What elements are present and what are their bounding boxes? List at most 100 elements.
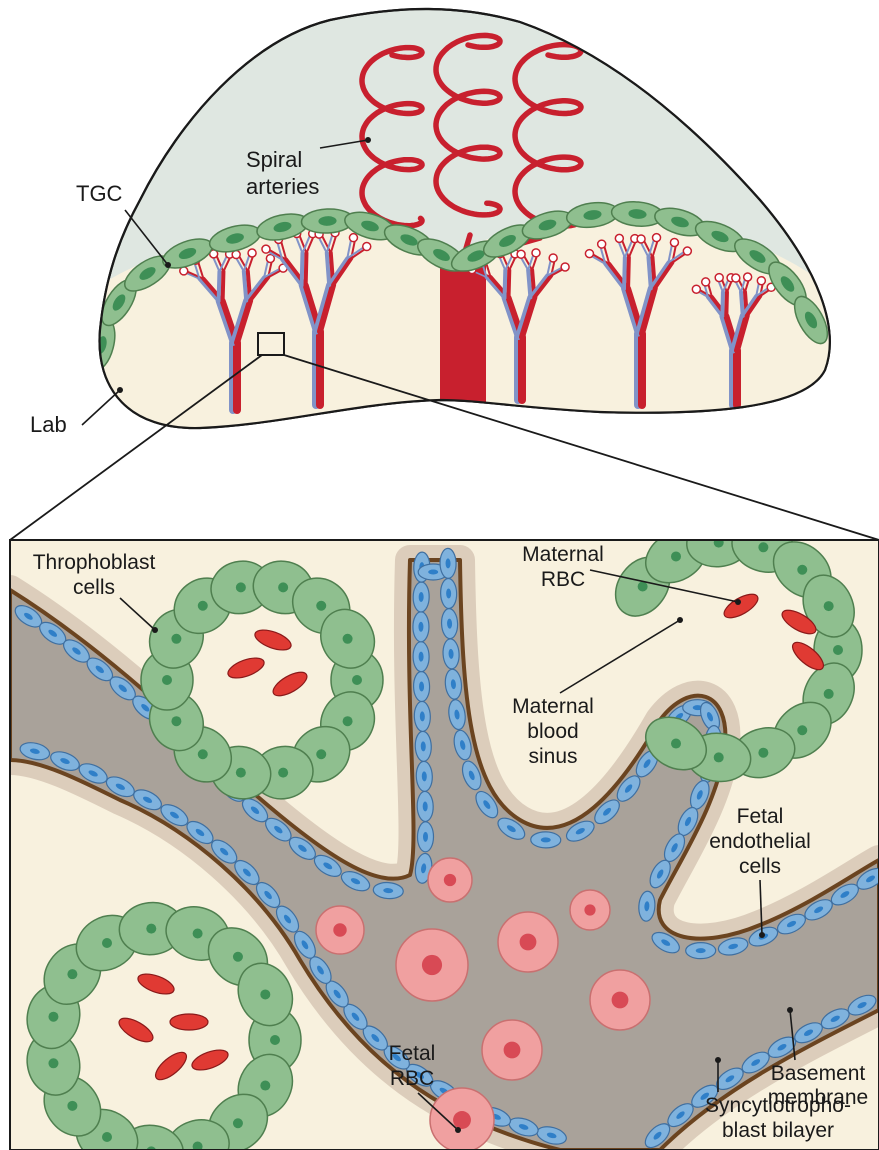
central-artery-trunk (440, 255, 486, 405)
fetal-vein-branch (722, 292, 723, 316)
fetal-endothelial-cells-label-2: endothelial (709, 830, 811, 853)
fetal-vein-branch (327, 253, 329, 285)
trophoblast-nucleus (236, 768, 246, 778)
fetal-vein-branch (302, 253, 303, 285)
trophoblast-nucleus (638, 582, 648, 592)
trophoblast-nucleus (758, 748, 768, 758)
maternal-blood-sinus-label-2: blood (527, 720, 578, 743)
fetal-vein-branch (741, 292, 743, 316)
placenta-overview (80, 9, 860, 450)
villus-tip (598, 240, 606, 248)
maternal-rbc-label-2: RBC (541, 568, 585, 591)
trophoblast-nucleus (671, 551, 681, 561)
trophoblast-nucleus (233, 952, 243, 962)
maternal-rbc (170, 1014, 208, 1030)
trophoblast-nucleus (198, 601, 208, 611)
fetal-vein-branch (505, 270, 506, 297)
fetal-endothelial-cells-label-1: Fetal (737, 805, 784, 828)
maternal-blood-sinus-label-3: sinus (528, 745, 577, 768)
trophoblast-cells-label-2: cells (73, 576, 115, 599)
villus-tip (615, 234, 623, 242)
trophoblast-nucleus (671, 739, 681, 749)
trophoblast-nucleus (233, 1118, 243, 1128)
trophoblast-nucleus (198, 749, 208, 759)
fetal-artery-branch (726, 292, 727, 316)
villus-tip (349, 234, 357, 242)
fetal-rbc-nucleus (333, 923, 346, 936)
spiral-arteries-label-2: arteries (246, 174, 319, 199)
villus-tip (692, 285, 700, 293)
fetal-artery-branch (306, 253, 307, 285)
fetal-rbc-nucleus (504, 1042, 521, 1059)
villus-tip (653, 234, 661, 242)
spiral-arteries-label-1: Spiral (246, 147, 302, 172)
fetal-artery-branch (223, 272, 224, 301)
villus-tip (757, 277, 765, 285)
fetal-artery-branch (509, 270, 510, 297)
tgc-label: TGC (76, 181, 123, 206)
trophoblast-nucleus (343, 716, 353, 726)
fetal-artery-branch (628, 257, 629, 288)
villus-tip (670, 238, 678, 246)
maternal-rbc-label-1: Maternal (522, 543, 604, 566)
villus-tip (715, 274, 723, 282)
fetal-rbc-label-2: RBC (390, 1067, 434, 1090)
fetal-vein-branch (244, 271, 246, 300)
fetal-rbc-nucleus (520, 934, 537, 951)
villus-tip (561, 263, 569, 271)
villus-tip (363, 243, 371, 251)
trophoblast-nucleus (270, 1035, 280, 1045)
villus-tip (532, 249, 540, 257)
trophoblast-nucleus (171, 634, 181, 644)
trophoblast-nucleus (236, 582, 246, 592)
trophoblast-nucleus (833, 645, 843, 655)
trophoblast-nucleus (171, 716, 181, 726)
lab-label: Lab (30, 412, 67, 437)
villus-tip (585, 250, 593, 258)
trophoblast-nucleus (48, 1012, 58, 1022)
trophoblast-nucleus (260, 989, 270, 999)
trophoblast-nucleus (797, 565, 807, 575)
fetal-rbc-nucleus (422, 955, 442, 975)
syncytiotrophoblast-bilayer-label-1: Syncytiotropho- (705, 1094, 851, 1117)
trophoblast-nucleus (146, 924, 156, 934)
trophoblast-nucleus (278, 582, 288, 592)
syncytiotrophoblast-bilayer-label-2: blast bilayer (722, 1119, 834, 1142)
villus-tip (517, 250, 525, 258)
fetal-rbc-nucleus (453, 1111, 471, 1129)
trophoblast-nucleus (162, 675, 172, 685)
trophoblast-nucleus (758, 542, 768, 552)
fetal-vein-branch (648, 257, 650, 288)
villus-tip (732, 274, 740, 282)
villus-tip (248, 249, 256, 257)
basement-membrane-label-1: Basement (771, 1062, 866, 1085)
endothelial-nucleus (428, 570, 438, 575)
fetal-vein-branch (624, 257, 625, 288)
trophoblast-nucleus (278, 768, 288, 778)
trophoblast-nucleus (67, 1101, 77, 1111)
trophoblast-nucleus (714, 752, 724, 762)
trophoblast-nucleus (193, 928, 203, 938)
fetal-rbc-nucleus (612, 992, 629, 1009)
trophoblast-nucleus (316, 749, 326, 759)
trophoblast-nucleus (316, 601, 326, 611)
fetal-endothelial-cells-label-3: cells (739, 855, 781, 878)
fetal-rbc-label-1: Fetal (389, 1042, 436, 1065)
endothelial-nucleus (418, 622, 423, 632)
trophoblast-nucleus (102, 938, 112, 948)
trophoblast-nucleus (67, 969, 77, 979)
trophoblast-nucleus (48, 1058, 58, 1068)
villus-tip (637, 235, 645, 243)
villus-tip (744, 273, 752, 281)
villus-tip (266, 254, 274, 262)
trophoblast-nucleus (260, 1081, 270, 1091)
trophoblast-nucleus (824, 689, 834, 699)
trophoblast-nucleus (352, 675, 362, 685)
villus-tip (683, 247, 691, 255)
villus-tip (549, 254, 557, 262)
trophoblast-nucleus (102, 1132, 112, 1142)
fetal-vein-branch (219, 272, 220, 301)
fetal-rbc-nucleus (584, 904, 595, 915)
fetal-vein-branch (528, 270, 530, 297)
